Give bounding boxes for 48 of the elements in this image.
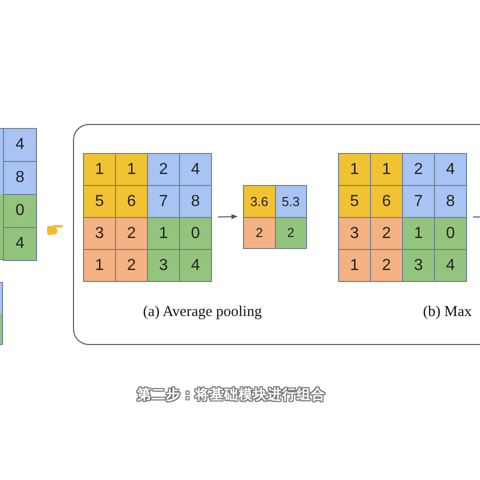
grid-cell: 0: [3, 194, 37, 228]
grid-cell: 1: [402, 217, 435, 250]
grid-cell: 7: [402, 185, 435, 218]
grid-cell: 4: [434, 249, 467, 282]
grid-cell: 2: [370, 217, 403, 250]
grid-cell: 2: [147, 153, 180, 186]
grid-cell: 2: [370, 249, 403, 282]
grid-cell: 5.3: [274, 185, 307, 218]
grid-cell: 3: [83, 217, 116, 250]
grid-cell: 1: [338, 249, 371, 282]
node-label: (b) Max: [423, 304, 472, 321]
grid: [243, 185, 306, 248]
node-label: (a) Average pooling: [143, 304, 262, 321]
grid-cell: 3: [402, 249, 435, 282]
grid-cell: 2: [115, 249, 148, 282]
grid-cell: 8: [434, 185, 467, 218]
subtitle: 第二步：将基础模块进行组合: [137, 386, 326, 404]
grid-cell: 1: [83, 249, 116, 282]
grid-cell: 2: [274, 216, 307, 249]
grid-cell: 0: [434, 217, 467, 250]
grid-cell: 1: [115, 153, 148, 186]
grid-cell: 6: [115, 185, 148, 218]
grid-cell: 1: [83, 153, 116, 186]
grid-cell: 8: [179, 185, 212, 218]
grid: [338, 153, 466, 281]
grid-cell: 2: [115, 217, 148, 250]
grid-cell: 4: [179, 249, 212, 282]
grid-cell: 7: [147, 185, 180, 218]
grid-cell: 1: [370, 153, 403, 186]
grid-cell: 1: [338, 153, 371, 186]
grid-cell: 4: [3, 128, 37, 162]
grid-cell: 3: [147, 249, 180, 282]
grid-cell: 6: [370, 185, 403, 218]
grid-cell: 2: [243, 216, 276, 249]
panel: [73, 124, 480, 345]
arrow: [218, 214, 238, 220]
grid-cell: 4: [3, 227, 37, 261]
grid-cell: 4: [434, 153, 467, 186]
grid-cell: 3.6: [243, 185, 276, 218]
grid: [83, 153, 211, 281]
grid-cell: 8: [3, 161, 37, 195]
grid-cell: 1: [147, 217, 180, 250]
grid-cell: 2: [402, 153, 435, 186]
grid-cell: 4: [179, 153, 212, 186]
grid-cell: 0: [179, 217, 212, 250]
grid-cell: 5: [338, 185, 371, 218]
grid-cell: 3: [338, 217, 371, 250]
grid-cell: 5: [83, 185, 116, 218]
